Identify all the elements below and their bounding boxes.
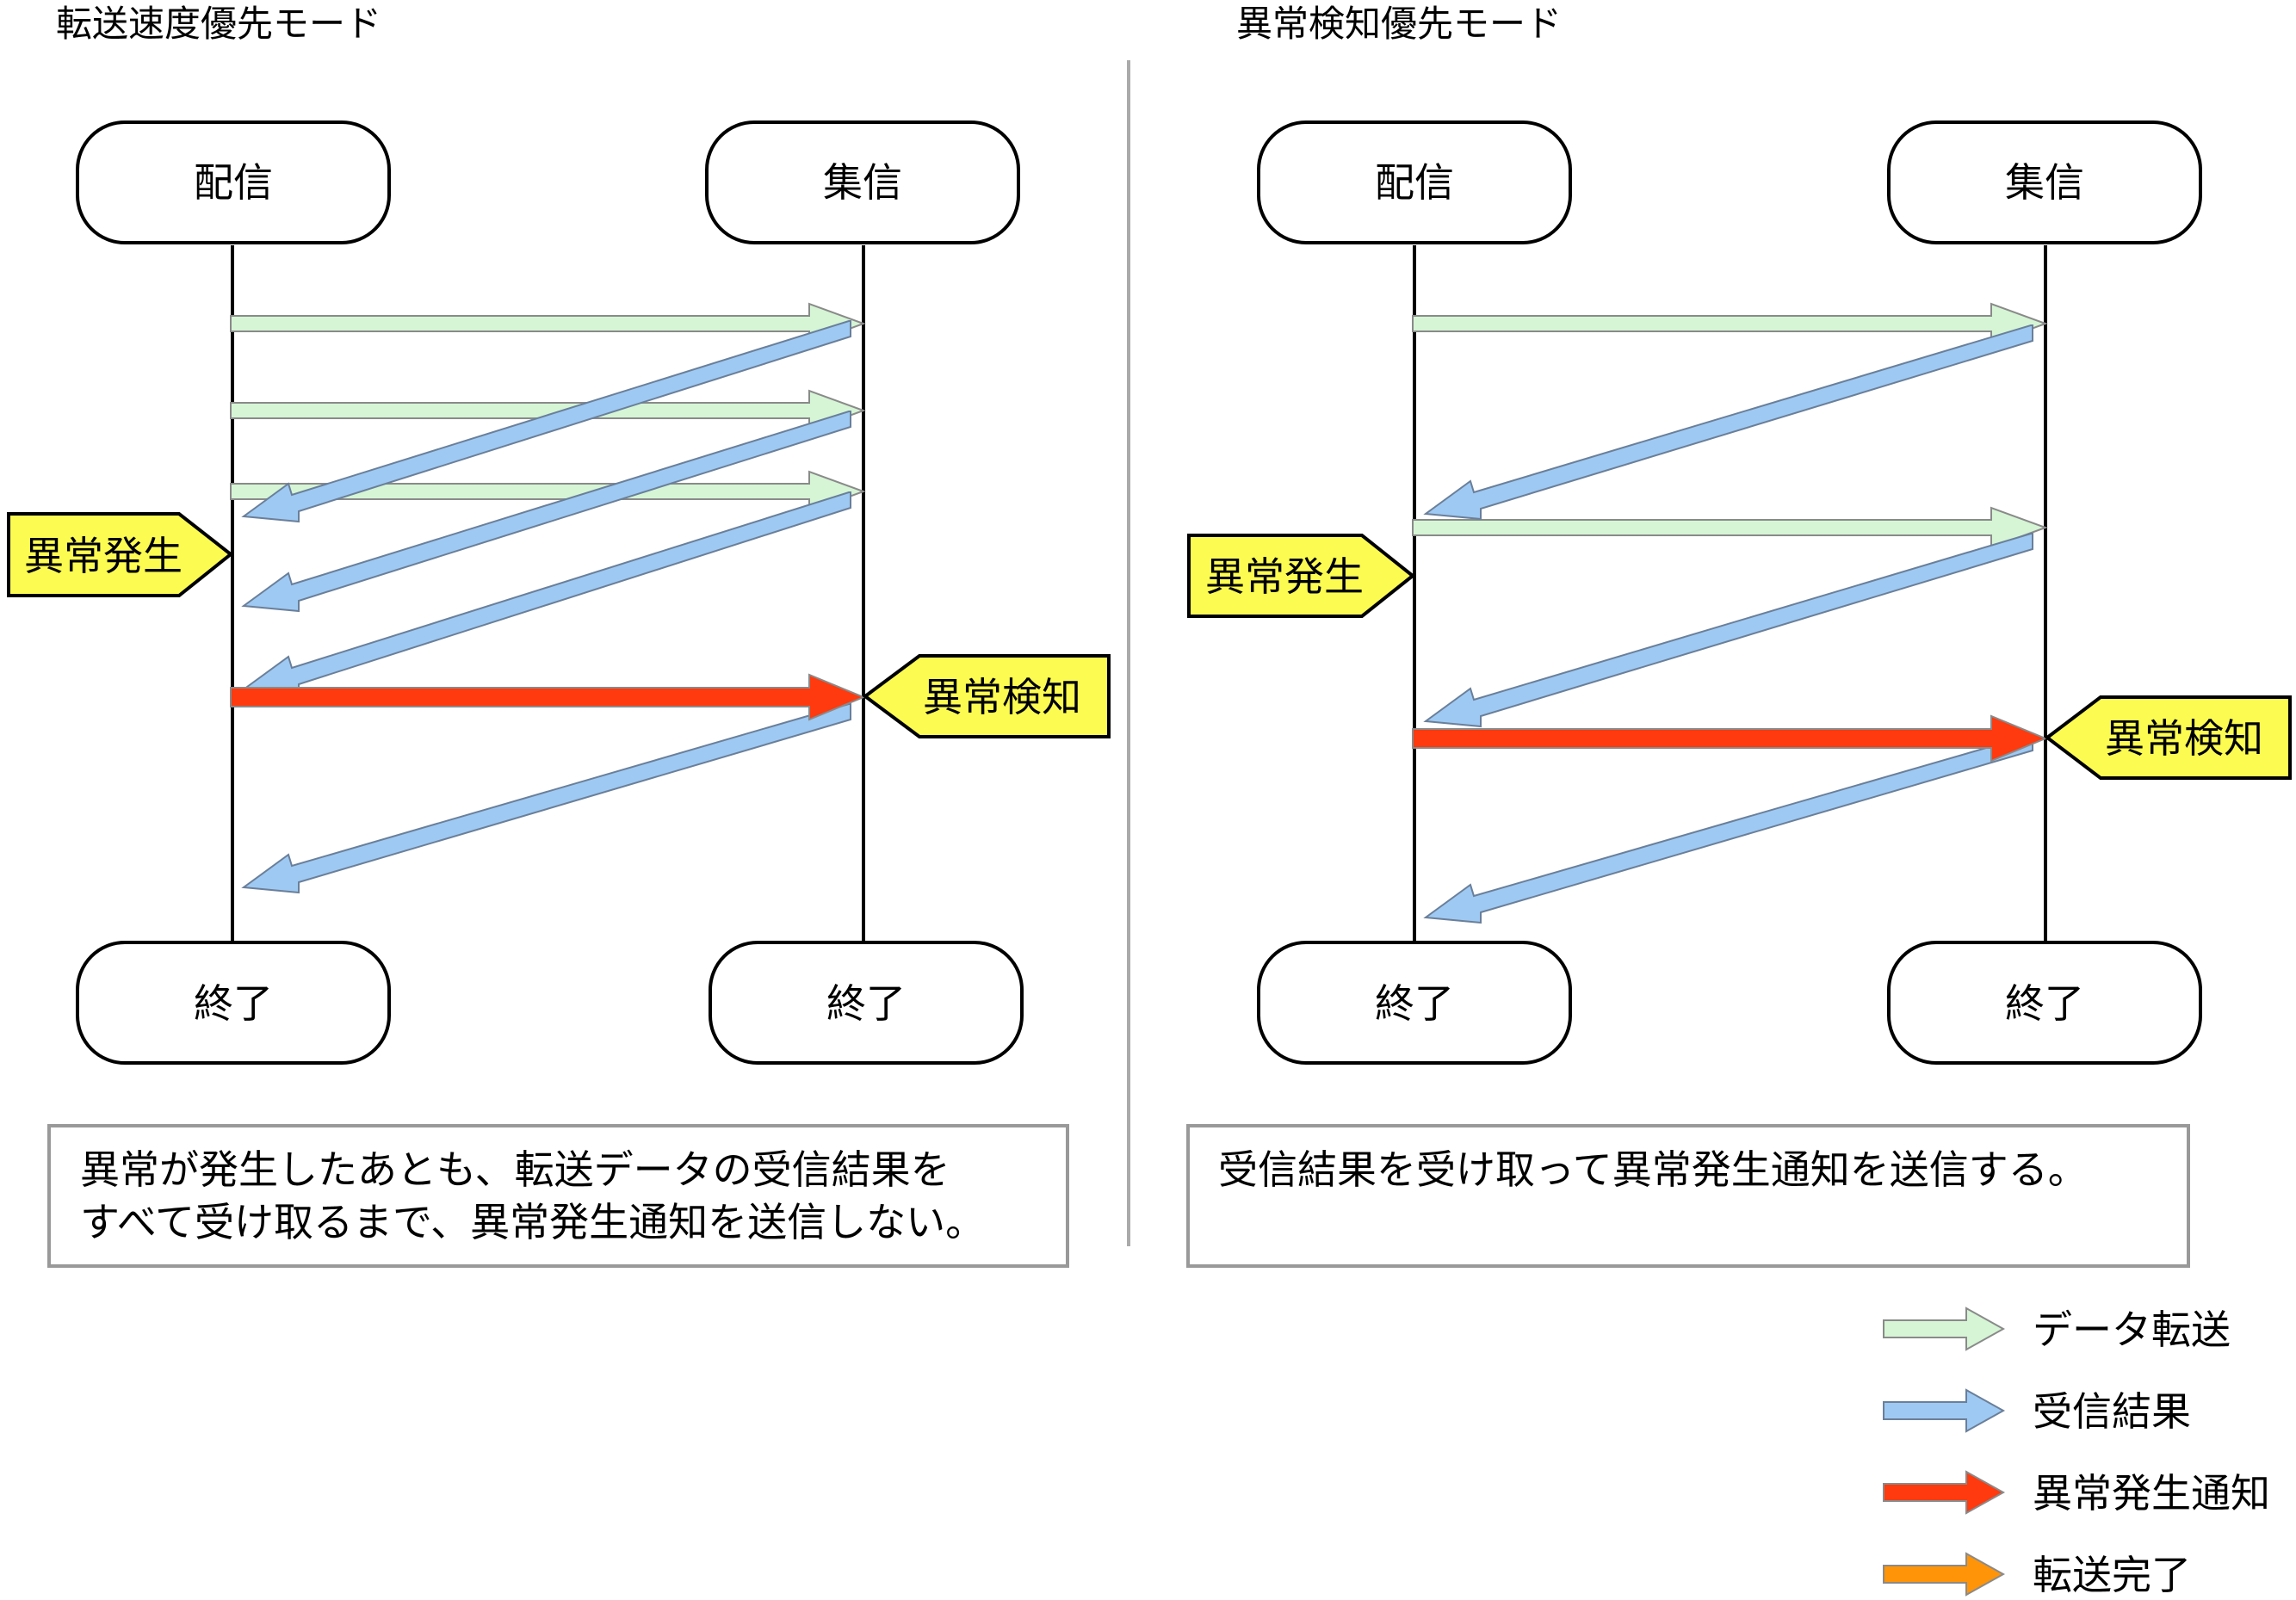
left-detection-label: 異常検知 xyxy=(923,674,1081,720)
legend-swatch-complete xyxy=(1883,1552,2006,1597)
left-sender-node: 配信 xyxy=(76,120,391,244)
right-receiver-node-label: 集信 xyxy=(2005,159,2084,206)
left-note-line-2: すべて受け取るまで、異常発生通知を送信しない。 xyxy=(80,1199,985,1245)
legend-label-result: 受信結果 xyxy=(2033,1388,2191,1435)
right-occurrence-label: 異常発生 xyxy=(1205,553,1364,600)
left-occurrence-tag: 異常発生 xyxy=(7,512,234,597)
legend-label-data-transfer: データ転送 xyxy=(2033,1307,2231,1353)
right-sender-end-node: 終了 xyxy=(1257,941,1572,1065)
right-result-arrow-1 xyxy=(1423,324,2033,521)
legend-label-complete: 転送完了 xyxy=(2033,1552,2191,1598)
right-panel-title: 異常検知優先モード xyxy=(1236,3,1562,45)
right-receiver-node: 集信 xyxy=(1887,120,2202,244)
left-receiver-end-node: 終了 xyxy=(709,941,1024,1065)
legend-swatch-data-transfer xyxy=(1883,1307,2006,1351)
left-note-line-1: 異常が発生したあとも、転送データの受信結果を xyxy=(80,1146,950,1193)
legend-item-data-transfer: データ転送 xyxy=(1883,1307,2231,1353)
legend-label-alert: 異常発生通知 xyxy=(2033,1470,2270,1517)
left-sender-end-node: 終了 xyxy=(76,941,391,1065)
left-receiver-node: 集信 xyxy=(705,120,1020,244)
right-receiver-end-label: 終了 xyxy=(2005,980,2084,1027)
right-sender-node: 配信 xyxy=(1257,120,1572,244)
right-data-arrow-2 xyxy=(1412,506,2048,549)
legend-swatch-result xyxy=(1883,1388,2006,1433)
right-detection-tag: 異常検知 xyxy=(2044,695,2292,780)
right-result-arrow-3 xyxy=(1423,734,2033,924)
left-occurrence-label: 異常発生 xyxy=(24,533,183,579)
left-receiver-node-label: 集信 xyxy=(823,159,902,206)
left-note-box: 異常が発生したあとも、転送データの受信結果を すべて受け取るまで、異常発生通知を… xyxy=(47,1124,1069,1268)
legend-swatch-alert xyxy=(1883,1470,2006,1515)
legend-item-result: 受信結果 xyxy=(1883,1388,2191,1435)
legend-item-complete: 転送完了 xyxy=(1883,1552,2191,1598)
right-detection-label: 異常検知 xyxy=(2105,715,2263,762)
legend-item-alert: 異常発生通知 xyxy=(1883,1470,2270,1517)
right-receiver-end-node: 終了 xyxy=(1887,941,2202,1065)
right-note-line-1: 受信結果を受け取って異常発生通知を送信する。 xyxy=(1218,1146,2088,1193)
left-data-arrow-1 xyxy=(230,302,866,345)
left-result-arrow-1-body xyxy=(241,320,851,523)
left-panel-title: 転送速度優先モード xyxy=(56,3,381,45)
right-occurrence-tag: 異常発生 xyxy=(1187,534,1416,618)
right-alert-arrow xyxy=(1412,714,2048,763)
right-data-arrow-1 xyxy=(1412,302,2048,345)
right-note-box: 受信結果を受け取って異常発生通知を送信する。 xyxy=(1186,1124,2190,1268)
left-sender-end-label: 終了 xyxy=(194,980,273,1027)
left-result-arrow-2 xyxy=(241,411,851,613)
left-alert-arrow xyxy=(230,673,866,721)
left-receiver-end-label: 終了 xyxy=(826,980,906,1027)
right-result-arrow-2 xyxy=(1423,533,2033,728)
right-sender-node-label: 配信 xyxy=(1375,159,1454,206)
legend: データ転送 受信結果 異常発生通知 転送完了 xyxy=(1883,1307,2270,1598)
right-sender-end-label: 終了 xyxy=(1375,980,1454,1027)
left-result-arrow-4 xyxy=(241,703,851,894)
left-sender-node-label: 配信 xyxy=(194,159,273,206)
left-detection-tag: 異常検知 xyxy=(862,654,1111,738)
